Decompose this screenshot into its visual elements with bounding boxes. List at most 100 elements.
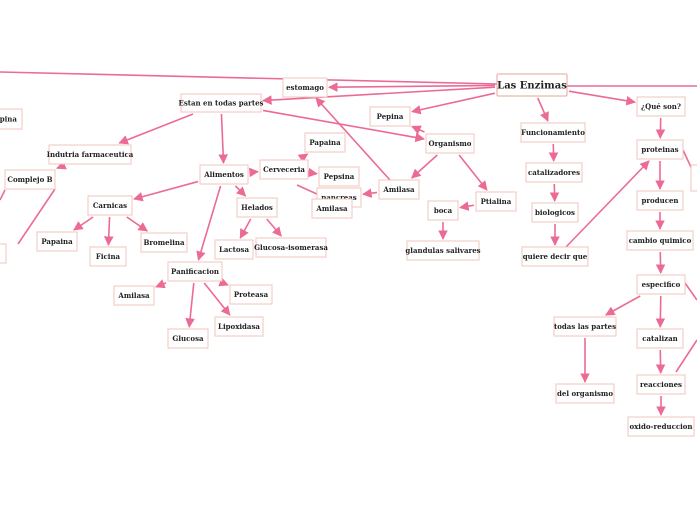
node-amilasa2[interactable]: Amilasa — [378, 179, 420, 200]
edge-extra-0 — [0, 71, 498, 85]
edge-organismo-to-amilasa2 — [411, 154, 438, 179]
node-lipoxidasa[interactable]: Lipoxidasa — [214, 316, 264, 337]
node-label: Amilasa — [315, 204, 348, 213]
node-box — [140, 232, 188, 253]
node-box — [425, 133, 475, 154]
node-boca[interactable]: boca — [427, 200, 459, 221]
node-box — [282, 77, 328, 98]
node-organismo[interactable]: Organismo — [425, 133, 475, 154]
node-box — [406, 240, 480, 261]
node-estan[interactable]: Estan en todas partes — [178, 93, 264, 113]
edge-especifico-to-todaslaspartes — [604, 295, 641, 316]
node-enzimas[interactable]: Las Enzimas — [496, 73, 568, 97]
node-amilasa3[interactable]: Amilasa — [113, 285, 155, 306]
edge-extra-7 — [675, 339, 697, 373]
node-label: producen — [641, 196, 678, 205]
edge-panificacion-to-amilasa3 — [155, 279, 167, 289]
node-label: cambio quimico — [629, 236, 692, 245]
node-label: Pepsina — [324, 172, 355, 181]
edge-enzimas-to-queson — [568, 90, 636, 106]
node-ficina[interactable]: Ficina — [89, 246, 127, 267]
node-box — [214, 239, 254, 260]
node-box — [521, 246, 589, 267]
node-box — [87, 195, 133, 216]
node-especifico[interactable]: especifico — [636, 274, 686, 295]
node-lactosa[interactable]: Lactosa — [214, 239, 254, 260]
node-box — [48, 144, 132, 165]
node-pepsina[interactable]: Pepsina — [318, 166, 360, 187]
edge-panificacion-to-glucosa — [185, 282, 195, 328]
node-label: Ptialina — [481, 197, 512, 206]
node-papaina2[interactable]: Papaina — [36, 231, 78, 252]
node-complejob[interactable]: Complejo B — [4, 169, 56, 190]
node-label: catalizadores — [528, 168, 580, 177]
node-estomago[interactable]: estomago — [282, 77, 328, 98]
node-box — [167, 261, 223, 282]
edge-extra-4 — [565, 160, 650, 248]
node-panificacion[interactable]: Panificacion — [167, 261, 223, 282]
node-queson[interactable]: ¿Qué son? — [636, 96, 686, 117]
node-catalizadores[interactable]: catalizadores — [525, 162, 583, 183]
node-glucosa[interactable]: Glucosa — [167, 328, 209, 349]
edge-cerveceria-to-pepsina — [307, 167, 318, 178]
node-delorganismo[interactable]: del organismo — [555, 383, 615, 404]
node-biologicos[interactable]: biologicos — [531, 202, 579, 223]
node-bromelina[interactable]: Bromelina — [140, 232, 188, 253]
node-proteasa[interactable]: Proteasa — [229, 284, 273, 305]
node-producen[interactable]: producen — [636, 190, 684, 211]
node-ptialina[interactable]: Ptialina — [475, 191, 517, 212]
node-box — [636, 328, 684, 349]
node-cambio[interactable]: cambio quimico — [626, 230, 694, 251]
edge-alimentos-to-carnicas — [133, 180, 199, 202]
node-amilasa_c[interactable]: Amilasa — [311, 198, 353, 219]
node-catalizan[interactable]: catalizan — [636, 328, 684, 349]
node-glucosaiso[interactable]: Glucosa-isomerasa — [254, 237, 328, 258]
node-oxido[interactable]: oxido-reduccion — [627, 416, 695, 437]
node-carnicas[interactable]: Carnicas — [87, 195, 133, 216]
node-box — [304, 132, 346, 153]
node-edge_b[interactable] — [690, 164, 697, 192]
node-label: Papaina — [41, 237, 73, 246]
node-box — [318, 166, 360, 187]
node-label: Ficina — [96, 252, 121, 261]
node-label: Complejo B — [7, 175, 52, 184]
node-edge_a[interactable]: a — [0, 243, 7, 264]
node-reacciones[interactable]: reacciones — [636, 374, 686, 395]
node-quieredecir[interactable]: quiere decir que — [521, 246, 589, 267]
node-glandulas[interactable]: glandulas salivares — [405, 240, 481, 261]
node-pepina[interactable]: Pepina — [369, 106, 411, 127]
node-label: Proteasa — [234, 290, 269, 299]
node-label: Estan en todas partes — [178, 99, 263, 108]
node-label: Indutria farmaceutica — [47, 150, 134, 159]
node-box — [475, 191, 517, 212]
node-helados[interactable]: Helados — [236, 197, 278, 218]
node-cerveceria[interactable]: Cerveceria — [259, 159, 309, 180]
edge-carnicas-to-ficina — [103, 216, 114, 246]
edge-helados-to-lactosa — [239, 218, 252, 239]
edge-enzimas-to-pepina — [411, 92, 496, 115]
node-papaina1[interactable]: Papaina — [304, 132, 346, 153]
edge-carnicas-to-papaina2 — [73, 216, 94, 231]
node-box — [36, 231, 78, 252]
node-label: catalizan — [642, 334, 678, 343]
node-label: Panificacion — [171, 267, 219, 276]
node-todaslaspartes[interactable]: todas las partes — [553, 316, 617, 337]
edge-panificacion-to-proteasa — [218, 277, 229, 287]
node-funcionamiento[interactable]: Funcionamiento — [520, 122, 586, 143]
node-alimentos[interactable]: Alimentos — [199, 164, 249, 185]
node-box — [255, 237, 327, 258]
node-indutria[interactable]: Indutria farmaceutica — [47, 144, 134, 165]
node-proteinas[interactable]: proteinas — [636, 139, 684, 160]
edge-alimentos-to-panificacion — [196, 185, 222, 261]
edge-organismo-to-pepina — [411, 125, 425, 135]
edge-extra-6 — [684, 282, 697, 301]
node-label: del organismo — [557, 389, 613, 398]
edge-ptialina-to-boca — [459, 201, 475, 211]
edge-estan-to-alimentos — [218, 113, 228, 164]
edge-helados-to-glucosaiso — [266, 218, 282, 237]
node-label: Lipoxidasa — [218, 322, 260, 331]
node-box — [636, 274, 686, 295]
